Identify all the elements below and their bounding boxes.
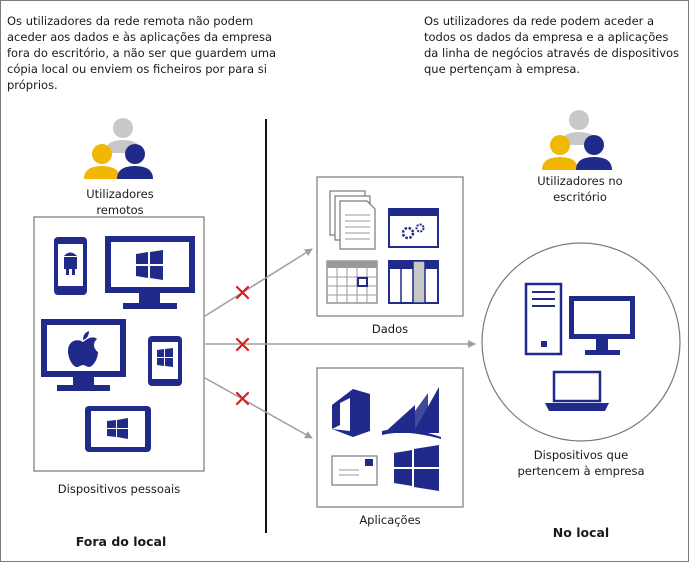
desktop-tower-icon — [524, 282, 563, 356]
app-settings-window-icon — [388, 208, 439, 248]
blocked-x-icon-data — [235, 285, 250, 300]
windows-monitor-icon — [105, 236, 195, 309]
android-phone-icon — [54, 237, 87, 295]
applications-label: Aplicações — [359, 513, 421, 527]
office-users-icon — [542, 110, 612, 170]
personal-devices-label: Dispositivos pessoais — [57, 482, 181, 496]
remote-users-label: Utilizadores remotos — [86, 187, 154, 217]
network-access-note: Os utilizadores da rede podem aceder a t… — [424, 14, 680, 76]
mail-envelope-icon — [331, 455, 378, 486]
offsite-label: Fora do local — [75, 534, 167, 549]
office-icon — [332, 389, 370, 437]
data-label: Dados — [371, 322, 409, 336]
calendar-icon — [326, 260, 378, 304]
remote-users-icon — [84, 118, 153, 179]
apple-monitor-icon — [41, 319, 126, 391]
company-devices-circle — [481, 242, 681, 442]
table-icon — [388, 260, 439, 304]
blocked-x-icon-network — [235, 337, 250, 352]
dynamics-icon — [382, 387, 441, 439]
windows-tablet-icon — [85, 406, 151, 452]
windows-logo-icon — [394, 445, 439, 491]
remote-access-note: Os utilizadores da rede remota não podem… — [7, 14, 277, 92]
blocked-x-icon-applications — [235, 391, 250, 406]
arrow-to-applications — [204, 377, 313, 439]
laptop-icon — [545, 370, 609, 411]
company-monitor-icon — [569, 296, 635, 355]
office-users-label: Utilizadores no escritório — [537, 174, 623, 204]
arrow-to-data — [204, 248, 313, 317]
documents-icon — [329, 190, 376, 250]
windows-phone-icon — [148, 336, 182, 386]
applications-box — [316, 367, 464, 508]
company-devices-label: Dispositivos que pertencem à empresa — [517, 448, 645, 478]
onsite-label: No local — [552, 525, 610, 540]
